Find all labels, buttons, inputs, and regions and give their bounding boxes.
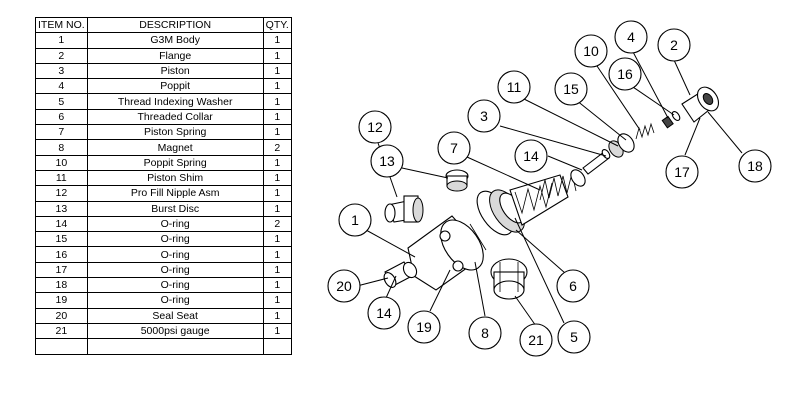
threaded-collar-part xyxy=(476,174,569,236)
callout-21: 21 xyxy=(519,323,553,357)
callout-19: 19 xyxy=(407,310,441,344)
callout-18: 18 xyxy=(738,149,772,183)
assembly-parts xyxy=(383,86,720,300)
svg-text:5: 5 xyxy=(570,329,578,345)
callout-15: 15 xyxy=(554,72,588,106)
callout-10: 10 xyxy=(574,34,608,68)
callout-13: 13 xyxy=(370,144,404,178)
svg-text:20: 20 xyxy=(336,278,352,294)
callout-7: 7 xyxy=(437,131,471,165)
poppit-part xyxy=(661,111,681,129)
seal-seat-part xyxy=(383,261,418,288)
svg-text:1: 1 xyxy=(351,212,359,228)
bom-cell-qty: 1 xyxy=(262,62,292,80)
g3m-body-part xyxy=(407,215,487,291)
svg-text:4: 4 xyxy=(627,29,635,45)
bom-cell-description: Burst Disc xyxy=(86,200,264,217)
svg-text:14: 14 xyxy=(523,148,539,164)
callout-4: 4 xyxy=(614,20,648,54)
svg-text:21: 21 xyxy=(528,332,544,348)
piston-shim-part xyxy=(608,133,635,158)
callout-11: 11 xyxy=(497,70,531,104)
piston-part xyxy=(582,149,611,175)
callout-14-upper: 14 xyxy=(514,139,548,173)
callout-12: 12 xyxy=(358,110,392,144)
callout-14-lower: 14 xyxy=(367,296,401,330)
callout-6: 6 xyxy=(556,269,590,303)
svg-text:18: 18 xyxy=(747,158,763,174)
svg-text:10: 10 xyxy=(583,43,599,59)
gauge-part xyxy=(490,258,528,300)
svg-text:15: 15 xyxy=(563,81,579,97)
svg-text:6: 6 xyxy=(569,278,577,294)
svg-text:13: 13 xyxy=(379,153,395,169)
svg-text:14: 14 xyxy=(376,305,392,321)
svg-text:8: 8 xyxy=(481,325,489,341)
bom-row xyxy=(35,338,292,355)
flange-part xyxy=(681,86,720,123)
svg-text:12: 12 xyxy=(367,119,383,135)
svg-text:11: 11 xyxy=(507,79,522,95)
burst-disc-part xyxy=(445,169,469,192)
callout-8: 8 xyxy=(468,316,502,350)
svg-text:16: 16 xyxy=(617,66,633,82)
poppit-spring-part xyxy=(635,122,655,140)
callout-16: 16 xyxy=(608,57,642,91)
callout-1: 1 xyxy=(338,203,372,237)
bom-cell-qty xyxy=(262,338,292,355)
callout-2: 2 xyxy=(657,28,691,62)
bom-cell-qty: 1 xyxy=(262,200,292,217)
callout-balloons: 1 2 3 4 5 6 7 8 10 11 12 13 14 14 15 16 … xyxy=(327,20,772,357)
piston-spring-part xyxy=(539,169,586,201)
callout-17: 17 xyxy=(665,155,699,189)
bom-cell-description: O-ring xyxy=(86,246,264,263)
svg-text:2: 2 xyxy=(670,37,678,53)
fill-nipple-part xyxy=(384,195,424,223)
bom-cell-description: O-ring xyxy=(86,292,264,309)
svg-text:17: 17 xyxy=(674,164,690,180)
svg-text:3: 3 xyxy=(480,108,488,124)
bom-cell-qty: 1 xyxy=(262,47,292,64)
svg-text:7: 7 xyxy=(450,140,458,156)
bom-cell-description: 5000psi gauge xyxy=(86,322,264,340)
svg-text:19: 19 xyxy=(416,319,432,335)
callout-20: 20 xyxy=(327,269,361,303)
callout-3: 3 xyxy=(467,99,501,133)
callout-5: 5 xyxy=(557,320,591,354)
